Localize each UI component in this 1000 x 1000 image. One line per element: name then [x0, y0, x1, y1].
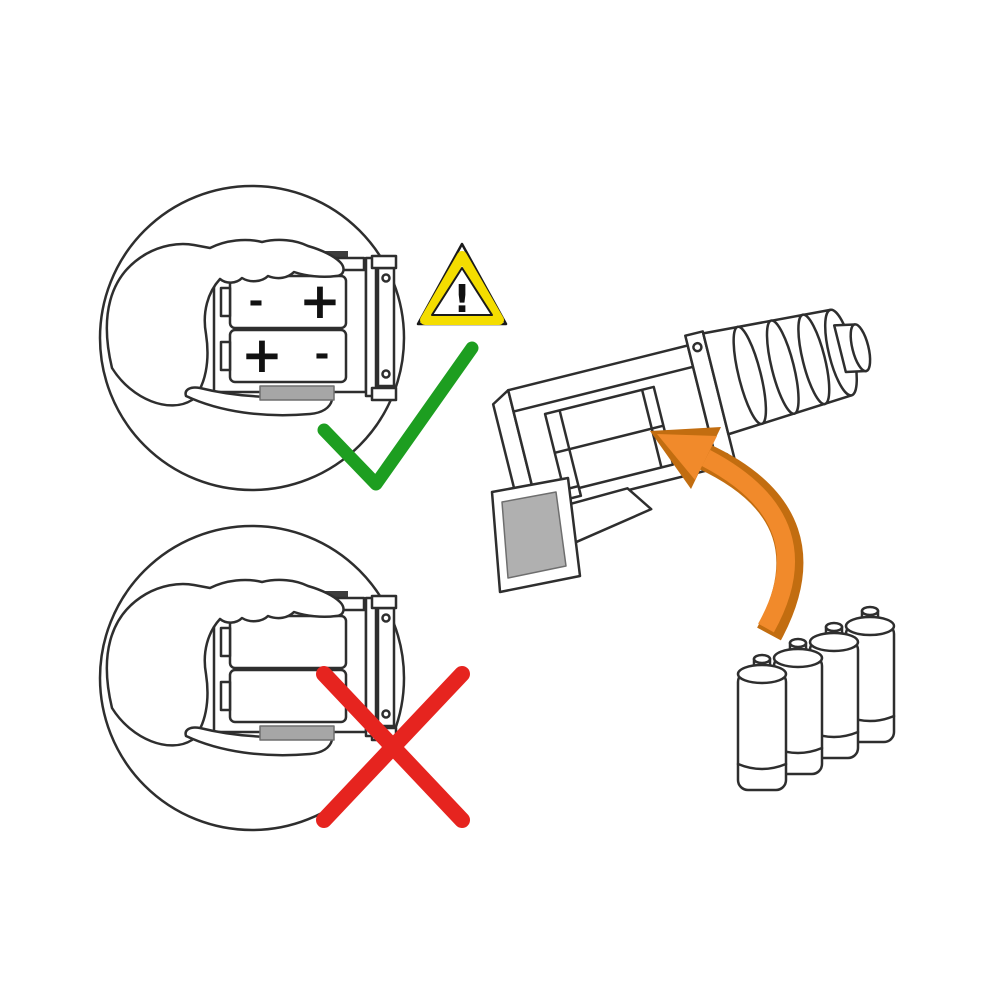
battery-set: [736, 605, 896, 792]
warning-exclamation: !: [453, 277, 470, 321]
bottom-battery-negative-label: -: [315, 334, 330, 375]
top-battery-positive-label: +: [299, 272, 341, 330]
insert-panel: [490, 308, 896, 792]
gray-slot-label: [501, 491, 567, 579]
green-checkmark-icon: [317, 341, 479, 491]
top-battery-negative-label: -: [249, 281, 264, 322]
battery-1: [736, 653, 788, 792]
correct-panel: - + + - !: [98, 184, 508, 492]
warning-triangle-icon: !: [416, 242, 508, 326]
red-cross-icon: [316, 666, 470, 828]
orange-curved-arrow-icon: [650, 427, 804, 641]
output-slot-sheet: [490, 476, 582, 594]
bottom-battery-positive-label: +: [241, 326, 283, 384]
polarity-labels: - + + -: [241, 272, 341, 384]
incorrect-panel: [98, 524, 470, 832]
lens-front: [849, 323, 872, 373]
